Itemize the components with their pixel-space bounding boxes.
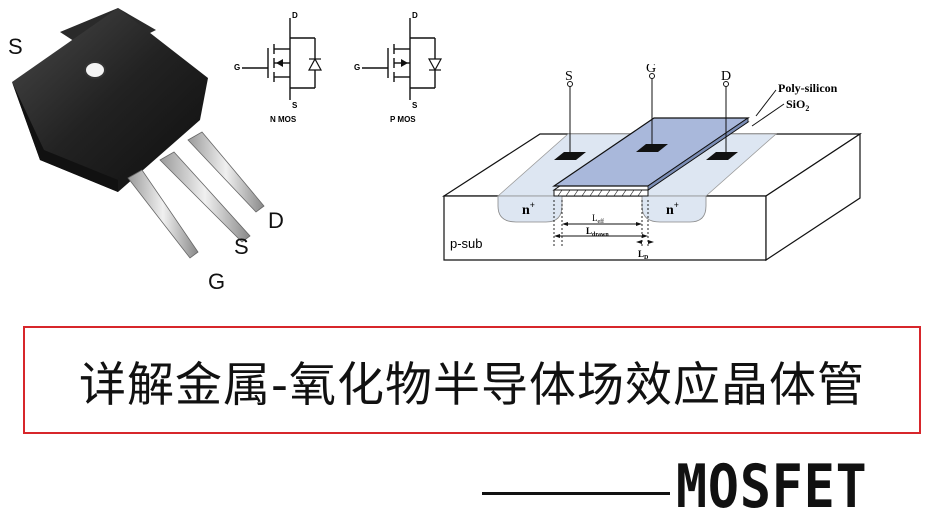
pmos-symbol: D G S P MOS [354, 11, 443, 123]
drain-contact [706, 152, 738, 160]
mosfet-cross-section: S G D Poly-silicon SiO2 n+ n+ p-sub Leff… [441, 64, 862, 262]
terminal-g-label: G [646, 64, 656, 76]
drain-n-plus-label: n+ [666, 200, 679, 218]
p-sub-label: p-sub [450, 236, 483, 251]
package-body [12, 8, 208, 192]
package-label-d: D [268, 208, 284, 233]
source-n-plus-label: n+ [522, 200, 535, 218]
poly-silicon-label: Poly-silicon [778, 81, 838, 95]
package-pins [127, 131, 265, 259]
pmos-caption: P MOS [390, 115, 416, 123]
l-d-label: LD [638, 249, 649, 261]
sio2-label: SiO2 [786, 97, 809, 113]
nmos-symbol: D G S N MOS [234, 11, 323, 123]
title-box: 详解金属-氧化物半导体场效应晶体管 [23, 326, 921, 434]
terminal-d-label: D [721, 69, 731, 84]
subtitle: MOSFET [676, 452, 868, 522]
drain-n-plus-region [641, 195, 707, 223]
nmos-pin-g: G [234, 63, 240, 72]
l-drawn-label: Ldrawn [586, 226, 609, 238]
pmos-pin-d: D [412, 11, 418, 20]
page-title: 详解金属-氧化物半导体场效应晶体管 [79, 357, 865, 413]
gate-oxide-front [553, 189, 649, 197]
terminal-s-label: S [565, 69, 573, 84]
subtitle-dash [482, 492, 670, 495]
package-label-s-top: S [8, 34, 23, 59]
mounting-hole [84, 61, 106, 79]
nmos-caption: N MOS [270, 115, 297, 123]
pmos-pin-s: S [412, 101, 418, 110]
nmos-pin-s: S [292, 101, 298, 110]
pmos-pin-g: G [354, 63, 360, 72]
package-label-s: S [234, 234, 249, 259]
mosfet-package-illustration: S D S G [8, 8, 284, 294]
nmos-pin-d: D [292, 11, 298, 20]
l-eff-label: Leff [592, 213, 604, 225]
substrate-side [765, 132, 861, 262]
package-label-g: G [208, 269, 225, 294]
substrate-front [443, 195, 767, 261]
